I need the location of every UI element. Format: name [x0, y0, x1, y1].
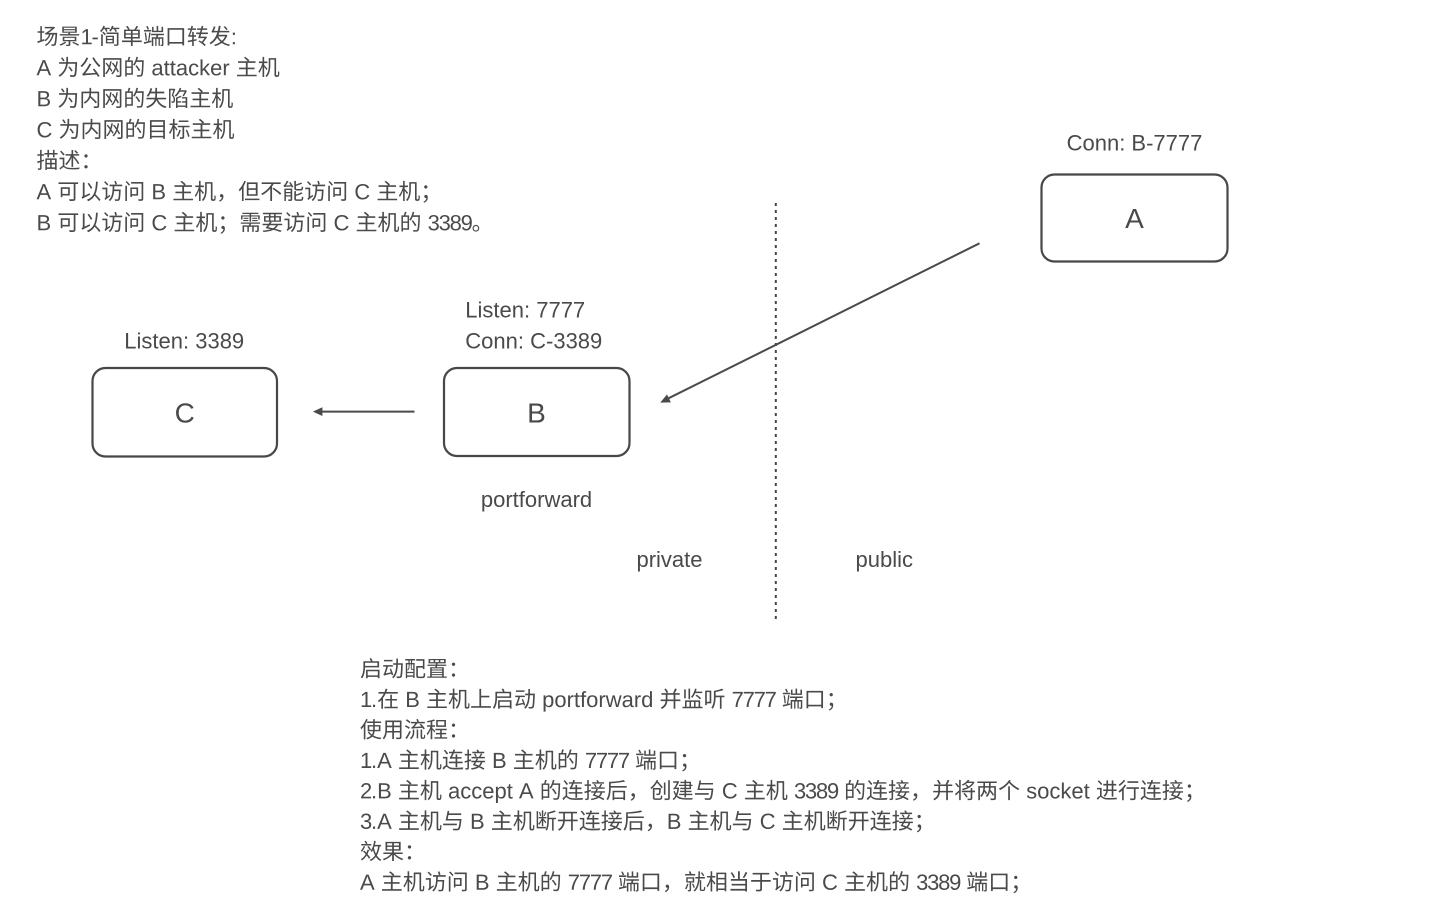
svg-text:B: B — [527, 397, 546, 428]
svg-text:portforward: portforward — [481, 487, 592, 512]
svg-text:Listen: 7777: Listen: 7777 — [465, 297, 585, 322]
svg-text:public: public — [856, 547, 913, 572]
svg-text:Conn: B-7777: Conn: B-7777 — [1067, 131, 1203, 156]
svg-text:private: private — [636, 547, 702, 572]
svg-text:C: C — [175, 397, 195, 428]
svg-text:Conn: C-3389: Conn: C-3389 — [465, 328, 602, 353]
svg-text:Listen: 3389: Listen: 3389 — [124, 328, 244, 353]
svg-text:A: A — [1125, 203, 1144, 234]
